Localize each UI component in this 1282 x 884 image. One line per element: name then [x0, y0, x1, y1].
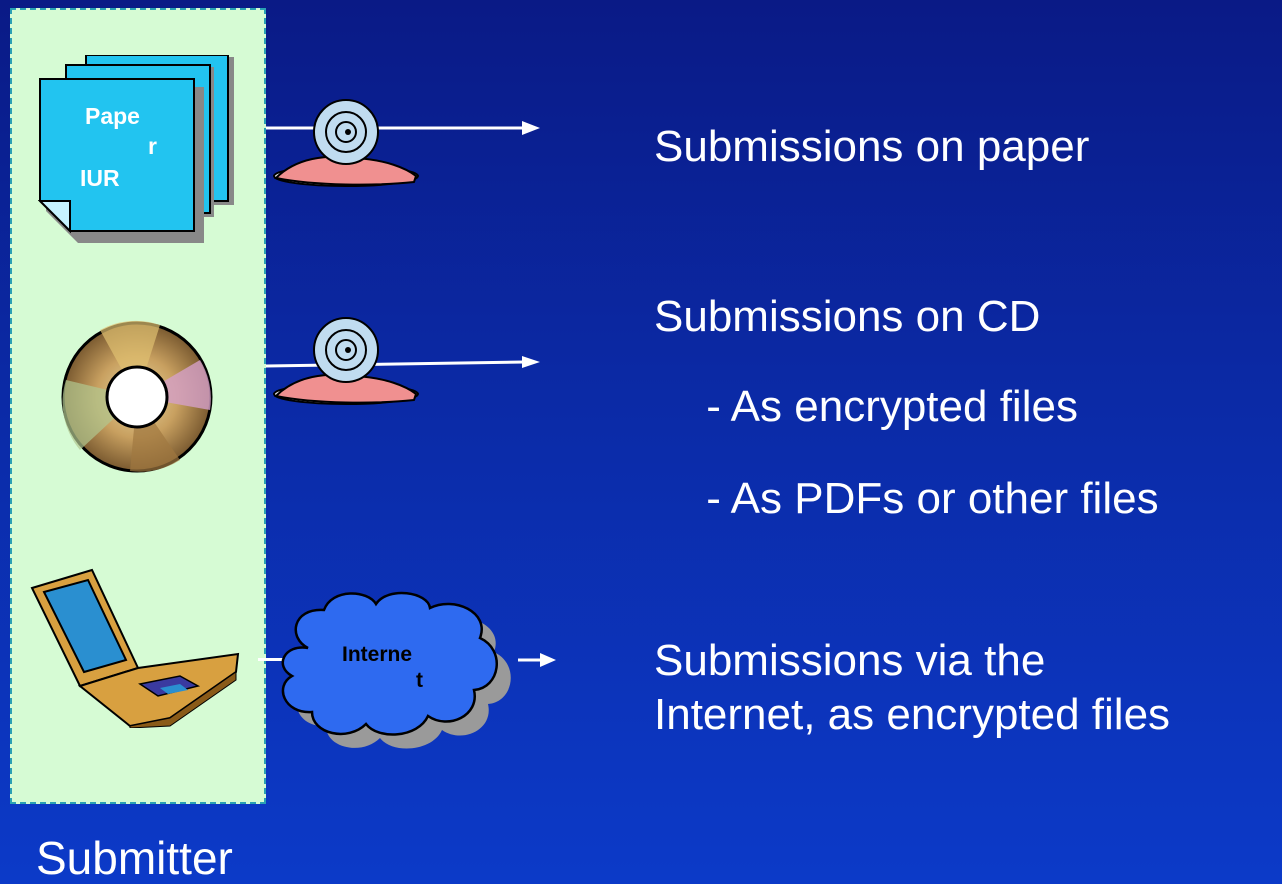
cd-submission-text: Submissions on CD [654, 292, 1041, 341]
paper-label-line1: Pape [85, 103, 140, 129]
snail-icon [266, 306, 426, 416]
paper-label-line2: r [148, 133, 157, 159]
internet-cloud-label-line2: t [416, 669, 423, 692]
internet-cloud-icon [268, 588, 540, 756]
cd-icon [60, 320, 214, 474]
cd-encrypted-text: - As encrypted files [694, 382, 1078, 431]
submitter-label: Submitter [36, 832, 233, 884]
internet-cloud-label-line1: Interne [342, 643, 413, 666]
internet-submission-text-line2: Internet, as encrypted files [654, 690, 1171, 739]
connector-line [258, 658, 288, 661]
paper-label-line3: IUR [80, 165, 120, 191]
paper-submission-text: Submissions on paper [654, 122, 1090, 171]
snail-icon [266, 88, 426, 198]
arrow-right-icon [266, 120, 542, 141]
cd-pdf-text: - As PDFs or other files [694, 474, 1159, 523]
laptop-icon [30, 568, 240, 729]
arrow-right-icon [518, 652, 558, 673]
arrow-right-icon [265, 356, 542, 377]
internet-submission-text-line1: Submissions via the [654, 636, 1046, 685]
paper-document-stack-icon [37, 54, 236, 247]
